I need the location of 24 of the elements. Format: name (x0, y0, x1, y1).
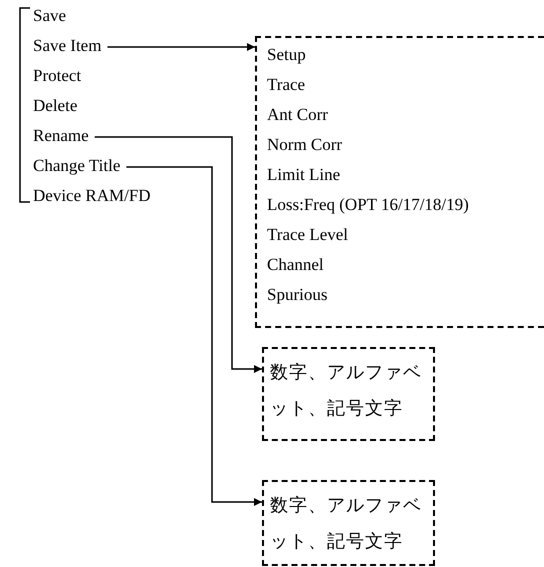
list-item: Setup (267, 44, 307, 66)
box-text: 数字、アルファベット、記号文字 (270, 361, 422, 421)
dashed-box (262, 347, 435, 441)
list-item: Trace Level (267, 224, 350, 246)
menu-item: Delete (33, 95, 78, 117)
menu-item: Protect (33, 65, 82, 87)
list-item: Ant Corr (267, 104, 329, 126)
box-text: 数字、アルファベット、記号文字 (270, 494, 422, 554)
menu-item: Save (33, 5, 66, 27)
menu-item: Rename (33, 124, 89, 148)
arrow (94, 136, 262, 373)
dashed-box (255, 36, 544, 328)
list-item: Limit Line (267, 164, 342, 186)
menu-item: Change Title (33, 154, 120, 178)
list-item: Spurious (267, 284, 328, 306)
dashed-box (262, 480, 435, 566)
list-item: Loss:Freq (OPT 16/17/18/19) (267, 194, 470, 216)
arrow (107, 43, 255, 51)
list-item: Trace (267, 74, 306, 96)
list-item: Channel (267, 254, 325, 276)
arrow (126, 166, 262, 506)
menu-item: Device RAM/FD (33, 185, 151, 207)
list-item: Norm Corr (267, 134, 344, 156)
menu-item: Save Item (33, 34, 102, 58)
